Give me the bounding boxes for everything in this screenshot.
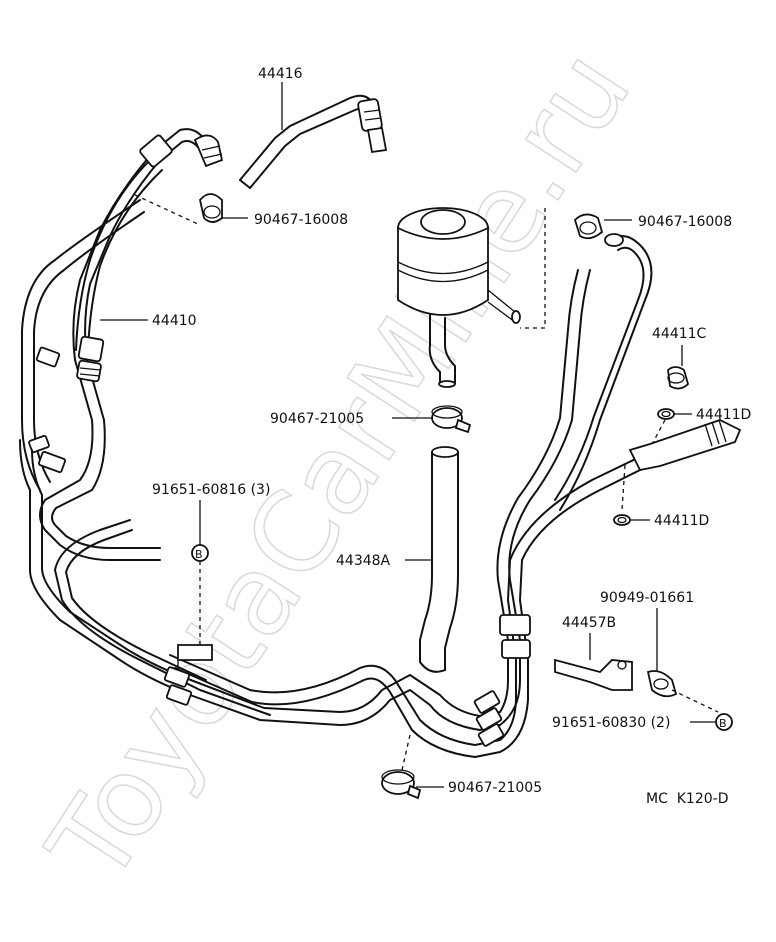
bolt-symbol-right-label: B (719, 717, 727, 730)
callout-44411d-upper: 44411D (696, 407, 751, 423)
clamp-top-left (134, 193, 223, 226)
pressure-tube-44416 (239, 94, 388, 189)
callout-90467-16008-right: 90467-16008 (638, 214, 732, 230)
hose-clamp-lower (381, 734, 422, 800)
callout-44411d-lower: 44411D (654, 513, 709, 529)
leader-lines (100, 82, 716, 788)
bolt-symbol-right: B (715, 713, 733, 731)
callout-44411c: 44411C (652, 326, 707, 342)
bolt-symbol-left: B (191, 544, 209, 645)
reservoir-hose (419, 446, 459, 673)
callout-44416: 44416 (258, 66, 303, 82)
clamp-top-right (520, 208, 604, 329)
return-tube-44410 (21, 128, 224, 561)
callout-90949-01661: 90949-01661 (600, 590, 694, 606)
callout-91651-60816: 91651-60816 (3) (152, 482, 270, 498)
callout-44457b: 44457B (562, 615, 616, 631)
diagram-code: MC K120-D (646, 791, 729, 807)
bolt-symbol-left-label: B (195, 548, 203, 561)
callout-44348a: 44348A (336, 553, 391, 569)
callout-90467-16008-left: 90467-16008 (254, 212, 348, 228)
lower-tubes (19, 233, 681, 758)
callout-90467-21005-upper: 90467-21005 (270, 411, 364, 427)
union-fitting-right (613, 366, 742, 526)
callout-44410: 44410 (152, 313, 197, 329)
clamp-90949 (646, 670, 719, 713)
reservoir (397, 207, 521, 388)
watermark: ToyotaCarMine.ru (24, 29, 655, 905)
bracket-44457b (554, 658, 633, 691)
callout-91651-60830: 91651-60830 (2) (552, 715, 670, 731)
callout-90467-21005-lower: 90467-21005 (448, 780, 542, 796)
